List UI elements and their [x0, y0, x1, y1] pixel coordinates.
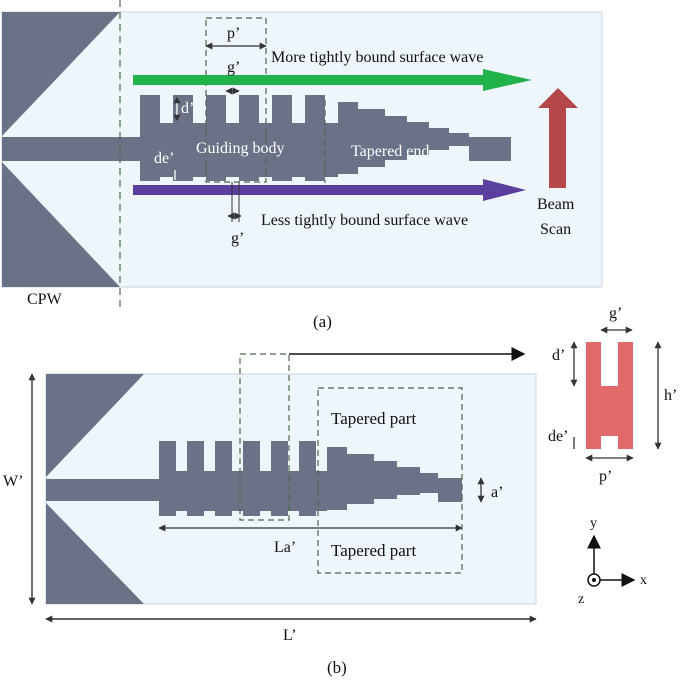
- x-axis-label: x: [640, 573, 647, 588]
- l-label: L’: [283, 627, 297, 644]
- p-label-b: p’: [599, 468, 612, 485]
- unit-cell-detail: [570, 326, 662, 462]
- panel-a: CPW p’ g’ More tightly bound surface wav…: [1, 0, 603, 331]
- caption-b: (b): [327, 658, 347, 677]
- top-wave-label: More tightly bound surface wave: [271, 49, 483, 66]
- cpw-ground-bottom-a: [2, 162, 120, 287]
- axes-triad: [587, 534, 636, 587]
- de-label-b: de’: [548, 428, 568, 445]
- corrugated-strip-b: [46, 441, 462, 516]
- beam-scan-arrow: [538, 88, 578, 188]
- cpw-ground-top-b: [46, 374, 144, 477]
- guiding-body-label: Guiding body: [196, 140, 284, 157]
- unit-cell-box-a: [205, 17, 267, 183]
- loose-wave-arrow: [133, 179, 526, 201]
- de-label-a: de’: [154, 150, 174, 167]
- tapered-end-label: Tapered end: [351, 143, 429, 160]
- cpw-ground-bottom-b: [46, 503, 144, 604]
- la-label: La’: [274, 539, 296, 556]
- cpw-label: CPW: [27, 291, 63, 308]
- d-label-b: d’: [552, 347, 565, 364]
- g-top-label-a: g’: [227, 59, 240, 76]
- tapered-part-box: [317, 387, 463, 574]
- z-axis-label: z: [578, 592, 584, 607]
- tapered-part-bottom-label: Tapered part: [331, 541, 416, 560]
- scan-label: Scan: [540, 221, 571, 238]
- caption-a: (a): [313, 312, 332, 331]
- y-axis-label: y: [590, 516, 597, 531]
- tapered-part-top-label: Tapered part: [331, 409, 416, 428]
- h-label: h’: [664, 387, 677, 404]
- g-bottom-label-a: g’: [231, 230, 244, 247]
- corrugated-strip-a: [2, 95, 511, 181]
- unit-cell-shape: [586, 342, 633, 449]
- p-label-a: p’: [227, 25, 240, 42]
- g-label-b: g’: [609, 305, 622, 322]
- panel-b: Tapered part Tapered part a’ La’ W’ L’ (…: [3, 305, 677, 677]
- bottom-wave-label: Less tightly bound surface wave: [261, 212, 468, 229]
- cpw-ground-top-a: [2, 12, 120, 136]
- unit-cell-box-b: [239, 353, 290, 521]
- w-label: W’: [3, 473, 23, 490]
- d-label-a: d’: [181, 100, 194, 117]
- beam-label: Beam: [537, 196, 575, 213]
- a-label: a’: [491, 484, 503, 501]
- tight-wave-arrow: [133, 69, 532, 91]
